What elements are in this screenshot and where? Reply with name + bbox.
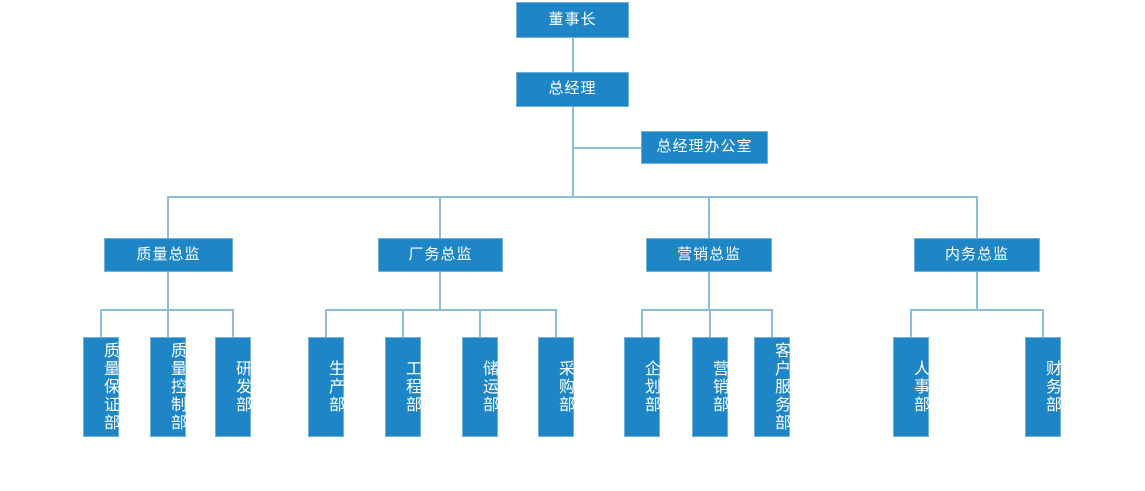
node-department-finance-label: 财务部: [1043, 360, 1060, 414]
connector-marketing-to-sales: [709, 309, 711, 337]
connector-internal-drop: [976, 272, 978, 310]
node-department-engineering[interactable]: 工程部: [385, 337, 421, 437]
node-department-rd[interactable]: 研发部: [215, 337, 251, 437]
connector-bus-to-marketing: [708, 196, 710, 238]
node-gm-office[interactable]: 总经理办公室: [641, 131, 768, 164]
node-division-marketing-label: 营销总监: [676, 245, 741, 263]
node-division-internal[interactable]: 内务总监: [914, 238, 1040, 272]
connector-gm-spine: [572, 107, 574, 197]
node-department-planning[interactable]: 企划部: [624, 337, 660, 437]
node-gm-office-label: 总经理办公室: [656, 138, 753, 156]
node-division-quality-label: 质量总监: [136, 245, 201, 263]
node-department-warehouse[interactable]: 储运部: [462, 337, 498, 437]
node-department-sales-label: 营销部: [710, 360, 727, 414]
connector-plant-to-purchasing: [555, 309, 557, 337]
connector-marketing-to-customer-service: [771, 309, 773, 337]
connector-marketing-to-planning: [641, 309, 643, 337]
node-department-qa-label: 质量保证部: [101, 342, 118, 432]
connector-bus-to-quality: [167, 196, 169, 238]
node-department-qc-label: 质量控制部: [168, 342, 185, 432]
node-department-customer-service[interactable]: 客户服务部: [754, 337, 790, 437]
connector-quality-bus: [100, 309, 233, 311]
node-division-plant-label: 厂务总监: [408, 245, 473, 263]
node-department-engineering-label: 工程部: [403, 360, 420, 414]
node-department-rd-label: 研发部: [233, 360, 250, 414]
node-department-finance[interactable]: 财务部: [1025, 337, 1061, 437]
connector-plant-to-warehouse: [479, 309, 481, 337]
connector-quality-to-qc: [167, 309, 169, 337]
connector-quality-to-rd: [232, 309, 234, 337]
node-department-hr-label: 人事部: [911, 360, 928, 414]
node-department-purchasing[interactable]: 采购部: [538, 337, 574, 437]
node-division-marketing[interactable]: 营销总监: [646, 238, 772, 272]
connector-quality-to-qa: [100, 309, 102, 337]
node-department-sales[interactable]: 营销部: [692, 337, 728, 437]
connector-internal-to-hr: [910, 309, 912, 337]
connector-internal-bus: [910, 309, 1043, 311]
node-department-warehouse-label: 储运部: [480, 360, 497, 414]
connector-marketing-drop: [708, 272, 710, 310]
connector-bus-to-internal: [976, 196, 978, 238]
node-department-qc[interactable]: 质量控制部: [150, 337, 186, 437]
connector-plant-to-production: [325, 309, 327, 337]
connector-quality-drop: [167, 272, 169, 310]
node-division-internal-label: 内务总监: [944, 245, 1009, 263]
connector-gm-to-gm-office: [572, 147, 642, 149]
node-division-plant[interactable]: 厂务总监: [378, 238, 503, 272]
node-chairman-label: 董事长: [548, 10, 597, 28]
node-department-planning-label: 企划部: [642, 360, 659, 414]
connector-plant-drop: [439, 272, 441, 310]
node-general-manager-label: 总经理: [548, 80, 597, 98]
connector-internal-to-finance: [1042, 309, 1044, 337]
node-chairman[interactable]: 董事长: [516, 2, 629, 38]
node-division-quality[interactable]: 质量总监: [104, 238, 233, 272]
node-department-production-label: 生产部: [326, 360, 343, 414]
connector-marketing-bus: [641, 309, 773, 311]
connector-bus-to-plant: [439, 196, 441, 238]
connector-plant-bus: [325, 309, 556, 311]
node-department-hr[interactable]: 人事部: [893, 337, 929, 437]
node-department-qa[interactable]: 质量保证部: [83, 337, 119, 437]
node-department-production[interactable]: 生产部: [308, 337, 344, 437]
connector-chairman-to-gm: [572, 38, 574, 72]
node-general-manager[interactable]: 总经理: [516, 72, 629, 107]
node-department-customer-service-label: 客户服务部: [772, 342, 789, 432]
connector-plant-to-engineering: [402, 309, 404, 337]
node-department-purchasing-label: 采购部: [556, 360, 573, 414]
connector-director-bus: [168, 196, 978, 198]
